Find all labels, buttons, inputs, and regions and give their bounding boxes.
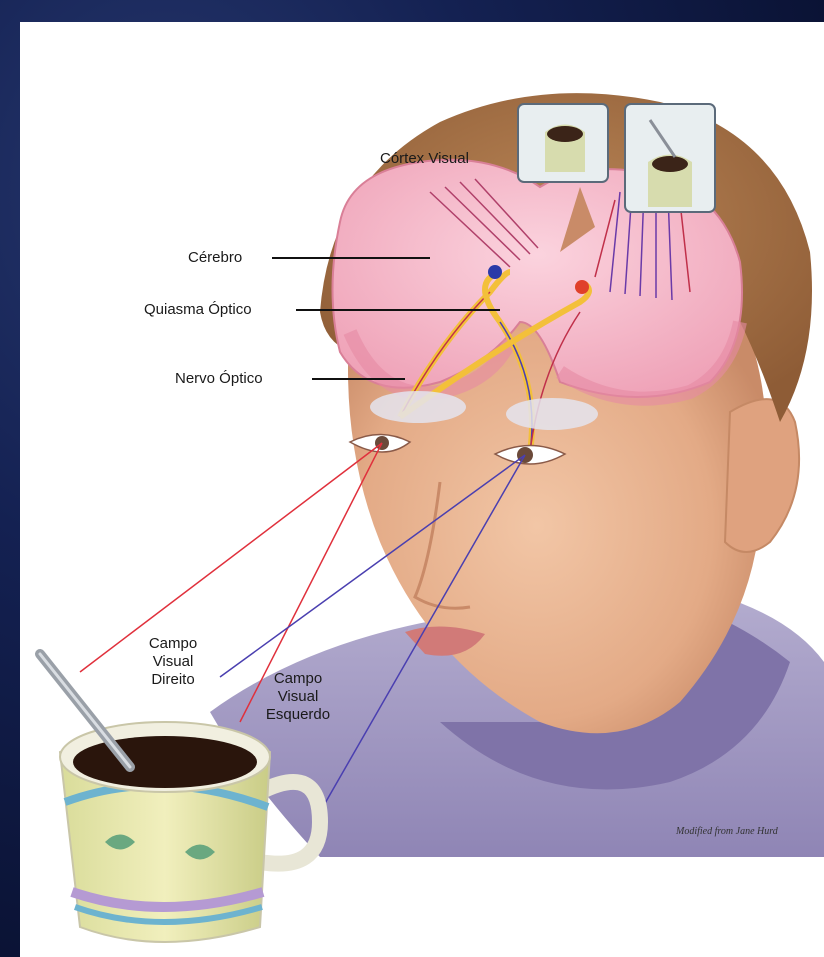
left-field-line-2: Visual <box>256 688 340 706</box>
visual-field-inset-right <box>625 104 715 212</box>
left-field-line-1: Campo <box>256 670 340 688</box>
right-field-line-1: Campo <box>138 635 208 653</box>
label-optic-chiasm: Quiasma Óptico <box>144 301 252 319</box>
right-field-line-3: Direito <box>138 671 208 689</box>
visual-field-inset-left <box>518 104 608 182</box>
illustration-panel: Córtex Visual Cérebro Quiasma Óptico Ner… <box>20 22 824 957</box>
left-field-line-3: Esquerdo <box>256 706 340 724</box>
label-left-visual-field: Campo Visual Esquerdo <box>256 670 340 724</box>
ear <box>725 399 799 552</box>
label-cerebrum: Cérebro <box>188 249 242 267</box>
label-visual-cortex: Córtex Visual <box>380 150 469 168</box>
right-field-line-2: Visual <box>138 653 208 671</box>
label-right-visual-field: Campo Visual Direito <box>138 635 208 689</box>
label-optic-nerve: Nervo Óptico <box>175 370 263 388</box>
illustration-credit: Modified from Jane Hurd <box>676 826 778 837</box>
